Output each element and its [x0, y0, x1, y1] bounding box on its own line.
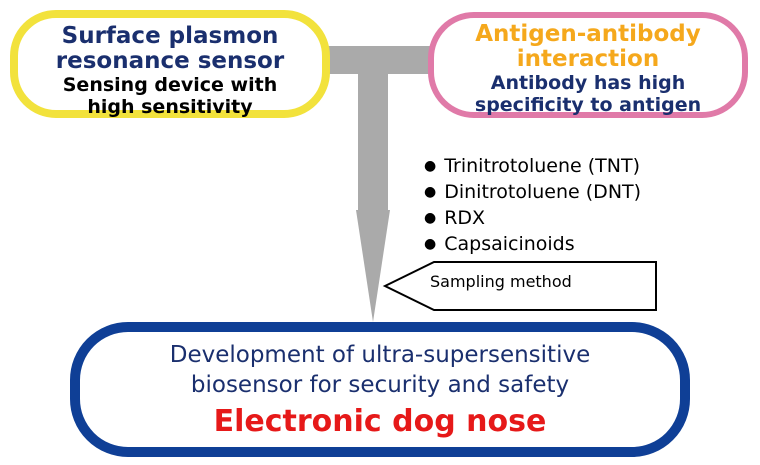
main-line2: biosensor for security and safety — [190, 372, 570, 398]
ag-sub-line1: Antibody has high — [490, 72, 686, 94]
target-item-dnt: Dinitrotoluene (DNT) — [424, 180, 641, 206]
ag-sub-line2: specificity to antigen — [474, 94, 702, 116]
antigen-antibody-box: Antigen-antibody interaction Antibody ha… — [428, 12, 748, 118]
surface-plasmon-box: Surface plasmon resonance sensor Sensing… — [10, 10, 330, 118]
spr-sub-line1: Sensing device with — [62, 74, 278, 96]
sampling-method-label: Sampling method — [430, 272, 572, 291]
down-arrow-head — [356, 210, 390, 322]
target-list: Trinitrotoluene (TNT) Dinitrotoluene (DN… — [424, 154, 641, 258]
target-item-rdx: RDX — [424, 206, 641, 232]
electronic-dog-nose-label: Electronic dog nose — [213, 404, 547, 439]
ag-title-line2: interaction — [516, 46, 660, 72]
target-item-capsaicinoids: Capsaicinoids — [424, 232, 641, 258]
horizontal-connector-bar — [328, 46, 432, 74]
ag-title-line1: Antigen-antibody — [475, 21, 701, 47]
spr-title-line2: resonance sensor — [55, 48, 285, 74]
sampling-arrow — [382, 261, 657, 311]
target-item-tnt: Trinitrotoluene (TNT) — [424, 154, 641, 180]
spr-sub-line2: high sensitivity — [87, 96, 253, 118]
main-outcome-box: Development of ultra-supersensitive bios… — [70, 322, 690, 457]
vertical-connector-bar — [358, 72, 388, 222]
spr-title-line1: Surface plasmon — [61, 23, 279, 49]
main-line1: Development of ultra-supersensitive — [169, 342, 591, 368]
